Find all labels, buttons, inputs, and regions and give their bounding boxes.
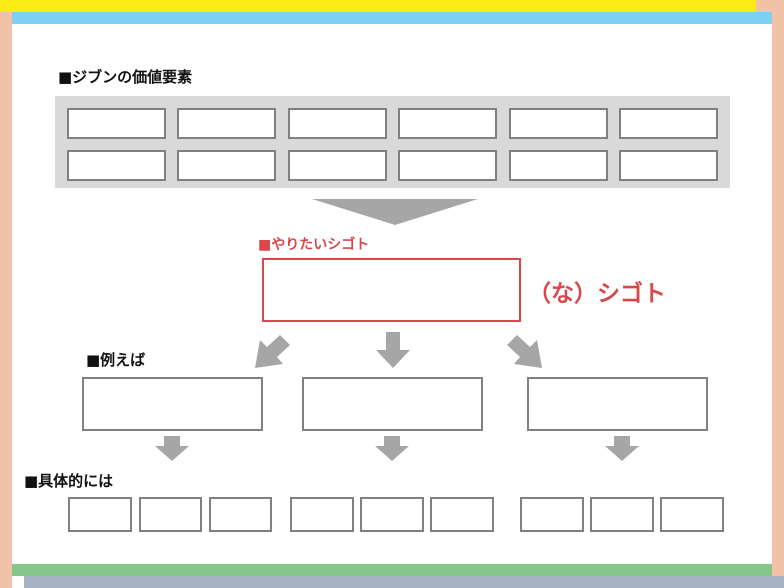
example-box[interactable]: [82, 377, 263, 431]
concrete-box[interactable]: [360, 497, 424, 532]
concrete-box[interactable]: [590, 497, 654, 532]
concrete-box[interactable]: [209, 497, 272, 532]
want-side-label: （な）シゴト: [528, 281, 666, 307]
concrete-box[interactable]: [139, 497, 202, 532]
values-title: ■ジブンの価値要素: [58, 68, 193, 86]
cyan-bar: [12, 12, 772, 24]
big-down-arrow-icon: [312, 199, 478, 225]
arrow-down-right-icon: [507, 335, 542, 368]
value-box[interactable]: [177, 150, 276, 181]
value-box[interactable]: [509, 108, 608, 139]
green-bar: [12, 564, 772, 576]
concrete-box[interactable]: [290, 497, 354, 532]
concrete-box[interactable]: [660, 497, 724, 532]
left-peach-bar: [0, 12, 12, 588]
value-box[interactable]: [619, 108, 718, 139]
value-box[interactable]: [67, 108, 166, 139]
concrete-box[interactable]: [430, 497, 494, 532]
value-box[interactable]: [288, 108, 387, 139]
value-box[interactable]: [398, 108, 497, 139]
concrete-box[interactable]: [68, 497, 132, 532]
want-title: ■やりたいシゴト: [258, 237, 370, 253]
concrete-title: ■具体的には: [24, 472, 114, 490]
value-box[interactable]: [509, 150, 608, 181]
example-box[interactable]: [527, 377, 708, 431]
small-down-arrow-icon: [605, 436, 639, 461]
value-box[interactable]: [67, 150, 166, 181]
want-box[interactable]: [262, 258, 521, 322]
value-box[interactable]: [288, 150, 387, 181]
example-box[interactable]: [302, 377, 483, 431]
small-down-arrow-icon: [375, 436, 409, 461]
value-box[interactable]: [398, 150, 497, 181]
values-panel: [55, 96, 730, 188]
arrow-down-icon: [376, 332, 410, 368]
arrow-down-left-icon: [255, 335, 290, 368]
value-box[interactable]: [619, 150, 718, 181]
small-down-arrow-icon: [155, 436, 189, 461]
concrete-box[interactable]: [520, 497, 584, 532]
top-yellow-bar: [0, 0, 756, 12]
examples-title: ■例えば: [86, 351, 146, 369]
value-box[interactable]: [177, 108, 276, 139]
slate-bar: [24, 576, 784, 588]
